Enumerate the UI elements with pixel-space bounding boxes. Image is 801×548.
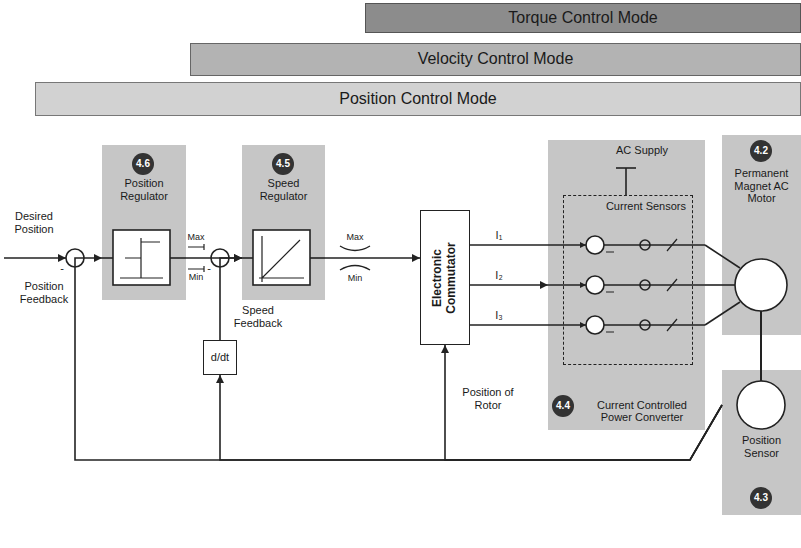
signal-label: I₃ xyxy=(488,309,510,322)
phase-line xyxy=(470,324,586,326)
node-text: Current Sensors xyxy=(606,200,686,213)
node-text: Position Regulator xyxy=(105,177,183,202)
node-text: Position Sensor xyxy=(725,434,798,459)
supply-bar xyxy=(616,167,636,169)
signal-connector xyxy=(220,375,722,460)
signal-connector xyxy=(75,258,722,460)
phase-line xyxy=(548,284,586,286)
signal-label: I₂ xyxy=(488,269,510,282)
callout-number: 4.2 xyxy=(750,140,772,162)
signal-connector xyxy=(325,257,420,259)
node-text: d/dt xyxy=(211,351,229,364)
motor-circle xyxy=(735,259,787,311)
signal-label: Desired Position xyxy=(4,210,64,235)
edge-label: Position Feedback xyxy=(14,280,74,305)
node-text: Velocity Control Mode xyxy=(418,50,574,68)
derivative-box: d/dt xyxy=(203,340,237,375)
regulator-block xyxy=(113,230,170,285)
node-text: Position Control Mode xyxy=(339,90,496,108)
callout-number: 4.3 xyxy=(750,487,772,509)
node-text: Torque Control Mode xyxy=(508,9,657,27)
motor-wire xyxy=(604,244,705,246)
sensor-circle xyxy=(737,381,785,429)
signal-label: Max xyxy=(184,232,208,242)
current-controller xyxy=(586,236,604,254)
motor-shaft xyxy=(760,311,762,381)
signal-connector xyxy=(470,284,548,286)
node-text: Electronic Commutator xyxy=(431,216,459,339)
signal-line xyxy=(242,257,253,259)
mode-band: Velocity Control Mode xyxy=(190,43,801,76)
callout-number: 4.4 xyxy=(552,395,574,417)
mode-band: Torque Control Mode xyxy=(365,3,801,33)
node-text: Speed Regulator xyxy=(245,177,322,202)
signal-connector xyxy=(445,345,722,460)
motor-wire xyxy=(604,324,705,326)
signal-label: - xyxy=(58,262,66,275)
motor-wire xyxy=(705,302,740,325)
step-curve xyxy=(120,238,163,278)
node-text: Permanent Magnet AC Motor xyxy=(725,167,798,205)
signal-label: - xyxy=(205,262,213,275)
phase-line xyxy=(470,244,586,246)
commutator-box: Electronic Commutator xyxy=(420,210,470,345)
current-sensor xyxy=(640,280,650,290)
node-text: AC Supply xyxy=(616,144,668,157)
callout-number: 4.6 xyxy=(132,153,154,175)
current-sensor xyxy=(640,240,650,250)
signal-label: Max xyxy=(342,232,368,242)
switch-symbol xyxy=(667,239,677,331)
signal-connector xyxy=(705,284,722,286)
signal-label: Min xyxy=(342,273,368,283)
edge-label: Speed Feedback xyxy=(225,304,291,329)
callout-number: 4.5 xyxy=(272,153,294,175)
mode-band: Position Control Mode xyxy=(35,82,801,116)
signal-line xyxy=(170,257,186,259)
current-sensor xyxy=(640,320,650,330)
ramp-curve xyxy=(259,236,304,282)
signal-label: I₁ xyxy=(488,229,510,242)
signal-line xyxy=(310,257,325,259)
feedback-tick xyxy=(606,252,614,332)
regulator-block xyxy=(253,230,310,285)
motor-wire xyxy=(705,245,740,268)
motor-wire xyxy=(604,284,705,286)
current-controller xyxy=(586,276,604,294)
current-controller xyxy=(586,316,604,334)
signal-line xyxy=(102,257,113,259)
sensor-group-box: Current Sensors xyxy=(563,195,693,365)
supply-line xyxy=(625,168,627,195)
signal-label: Min xyxy=(184,272,208,282)
motor-wire xyxy=(722,284,735,286)
node-text: Current Controlled Power Converter xyxy=(582,399,702,424)
input-line xyxy=(4,257,66,259)
signal-connector xyxy=(220,258,242,340)
edge-label: Position of Rotor xyxy=(450,386,526,411)
